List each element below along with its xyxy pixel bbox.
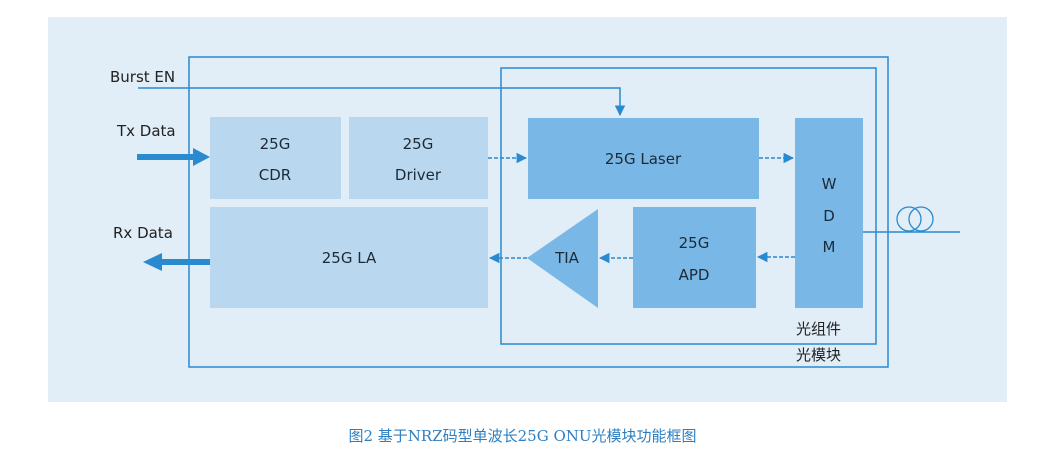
wdm-label-w: W bbox=[822, 175, 837, 193]
cdr-block bbox=[210, 117, 341, 199]
tia-triangle bbox=[527, 209, 598, 308]
driver-block bbox=[349, 117, 488, 199]
tx-data-label: Tx Data bbox=[116, 122, 176, 140]
rx-data-arrowhead bbox=[143, 253, 162, 271]
wdm-label-m: M bbox=[823, 238, 836, 256]
figure-caption: 图2 基于NRZ码型单波长25G ONU光模块功能框图 bbox=[348, 427, 697, 445]
laser-label: 25G Laser bbox=[605, 150, 682, 168]
optical-module-frame bbox=[188, 56, 889, 368]
optical-assembly-frame bbox=[500, 67, 877, 345]
laser-block bbox=[528, 118, 759, 199]
apd-label-line2: APD bbox=[679, 266, 710, 284]
tia-label: TIA bbox=[554, 249, 580, 267]
rx-data-label: Rx Data bbox=[113, 224, 173, 242]
wdm-label-d: D bbox=[823, 207, 835, 225]
la-label: 25G LA bbox=[322, 249, 377, 267]
apd-block bbox=[633, 207, 756, 308]
tx-data-arrowhead bbox=[193, 148, 210, 166]
cdr-label-line1: 25G bbox=[260, 135, 291, 153]
optical-module-label: 光模块 bbox=[796, 346, 841, 364]
fiber-coil-icon bbox=[896, 206, 934, 232]
wdm-block bbox=[795, 118, 863, 308]
burst-en-label: Burst EN bbox=[110, 68, 175, 86]
apd-label-line1: 25G bbox=[679, 234, 710, 252]
optical-assembly-label: 光组件 bbox=[796, 320, 841, 338]
cdr-label-line2: CDR bbox=[259, 166, 291, 184]
burst-en-line bbox=[138, 87, 626, 117]
la-block bbox=[210, 207, 488, 308]
driver-label-line1: 25G bbox=[403, 135, 434, 153]
driver-label-line2: Driver bbox=[395, 166, 442, 184]
